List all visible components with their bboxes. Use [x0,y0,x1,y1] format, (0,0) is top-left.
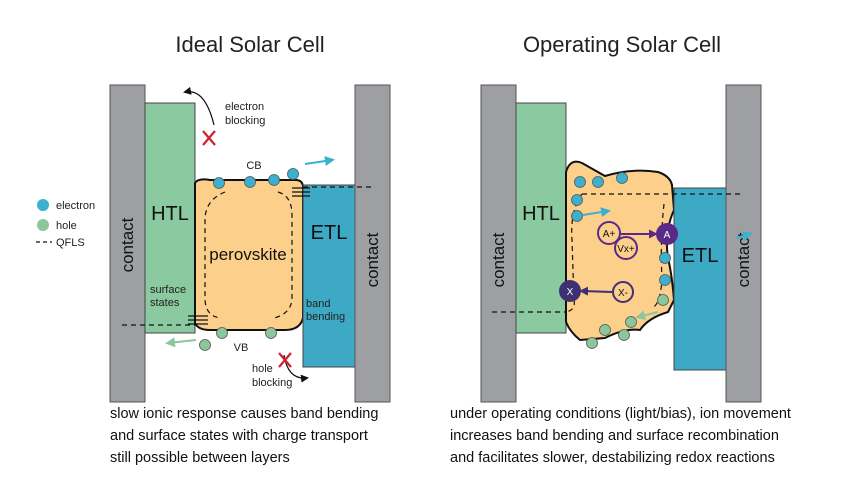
a-plus-ion [597,221,621,245]
legend: electron hole QFLS [36,199,95,249]
right-contact-label-2: contact [734,232,753,287]
a-ion-label: A [664,230,671,241]
legend-electron-marker [37,199,49,211]
legend-electron-label: electron [56,200,95,212]
ideal-cell: contact HTL perovskite ETL contact [109,84,391,403]
electron [268,174,280,186]
right-contact-etl-side [725,84,762,403]
left-contact-label-2: contact [363,232,382,287]
electron-blocking-label-1: electron [225,101,264,113]
hole [599,324,611,336]
right-caption-line-3: and facilitates slower, destabilizing re… [450,450,775,466]
hole [625,316,637,328]
right-caption: under operating conditions (light/bias),… [450,406,791,466]
left-contact-htl-side [109,84,146,403]
x-ion-migration-arrow [579,286,613,296]
left-htl-label: HTL [151,203,189,225]
hole-blocking-x-icon [278,352,292,368]
electron-blocking-label-2: blocking [225,115,265,127]
electron [592,176,604,188]
electron [571,194,583,206]
hole [199,339,211,351]
vx-plus-label: Vx+ [617,244,635,255]
legend-hole-marker [37,219,49,231]
right-contact-htl-side [480,84,517,403]
right-etl-label: ETL [682,245,719,267]
electron [213,177,225,189]
right-caption-line-1: under operating conditions (light/bias),… [450,406,791,422]
left-etl-layer [302,184,356,368]
vx-plus-vacancy [614,236,638,260]
left-surface-state-marks [188,187,310,325]
right-electrons [571,172,671,286]
electron-blocking-arrow [183,86,215,126]
left-etl-label: ETL [311,222,348,244]
band-bending-label-2: bending [306,311,345,323]
electron [574,176,586,188]
electron [616,172,628,184]
vb-label: VB [234,342,249,354]
a-plus-label: A+ [603,229,616,240]
hole [657,294,669,306]
hole [265,327,277,339]
right-contact-label-1: contact [489,232,508,287]
electron [287,168,299,180]
left-title: Ideal Solar Cell [175,32,324,57]
left-contact-label-1: contact [118,217,137,272]
left-hole-transport-arrow [165,337,197,348]
left-holes [199,327,277,351]
x-minus-ion [612,281,634,303]
surface-states-label-2: states [150,297,180,309]
left-htl-layer [144,102,196,334]
right-electron-arrow-1 [582,207,611,218]
right-caption-line-2: increases band bending and surface recom… [450,428,779,444]
right-holes [586,294,669,349]
right-htl-layer [515,102,567,334]
electron-blocking-x-icon [202,130,216,146]
cb-label: CB [246,160,261,172]
operating-cell: contact HTL ETL contact [480,84,762,403]
x-ion-accumulated [559,280,581,302]
legend-qfls-label: QFLS [56,237,85,249]
left-contact-etl-side [354,84,391,403]
electron [571,210,583,222]
a-ion-accumulated [656,223,678,245]
right-electron-arrow-2 [735,231,753,241]
right-title: Operating Solar Cell [523,32,721,57]
right-htl-label: HTL [522,203,560,225]
left-qfls-curve-1 [204,191,226,319]
x-minus-label: X- [618,288,628,299]
right-etl-layer [673,187,727,371]
electron [244,176,256,188]
left-caption: slow ionic response causes band bending … [110,406,378,466]
x-ion-label: X [567,287,574,298]
hole-blocking-label-2: blocking [252,377,292,389]
electron [659,274,671,286]
electron [659,252,671,264]
hole [618,329,630,341]
left-electron-transport-arrow [304,156,335,166]
legend-hole-label: hole [56,220,77,232]
left-electrons [213,168,299,189]
surface-states-label-1: surface [150,284,186,296]
left-caption-line-3: still possible between layers [110,450,290,466]
left-perovskite-label: perovskite [209,245,286,264]
right-hole-arrow [635,310,659,321]
hole [586,337,598,349]
hole-blocking-label-1: hole [252,363,273,375]
band-bending-label-1: band [306,298,330,310]
left-caption-line-1: slow ionic response causes band bending [110,406,378,422]
left-caption-line-2: and surface states with charge transport [110,428,368,444]
hole [216,327,228,339]
